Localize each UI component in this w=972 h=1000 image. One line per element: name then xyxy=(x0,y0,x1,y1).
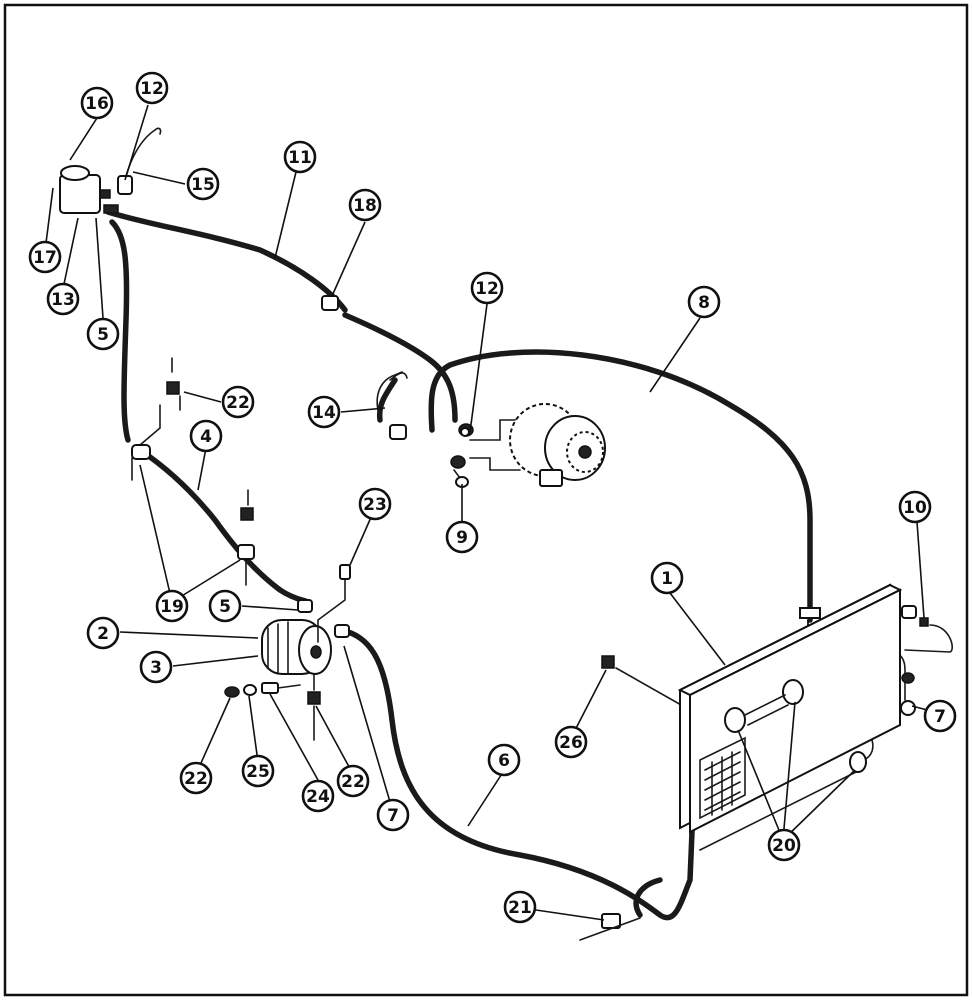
receiver-drier-13 xyxy=(59,165,119,214)
switch-15 xyxy=(117,127,162,195)
callout-12-mid-label: 12 xyxy=(475,279,499,299)
callout-25-label: 25 xyxy=(246,762,270,782)
callout-12-top: 12 xyxy=(135,71,169,105)
hose-left-vertical xyxy=(109,219,131,443)
callout-4-label: 4 xyxy=(200,427,212,447)
callout-21-label: 21 xyxy=(508,898,532,918)
callout-18: 18 xyxy=(348,188,382,222)
leader-lines xyxy=(45,104,936,921)
callout-9: 9 xyxy=(445,520,479,554)
callout-17-label: 17 xyxy=(33,248,57,268)
callout-6: 6 xyxy=(487,743,521,777)
hose-4 xyxy=(137,447,311,605)
compressor-rear xyxy=(450,403,606,487)
hose-6-loop xyxy=(633,877,663,918)
callout-19-label: 19 xyxy=(160,597,184,617)
callout-12-mid: 12 xyxy=(470,271,504,305)
hose-11-rear xyxy=(342,312,458,423)
callout-3: 3 xyxy=(139,650,173,684)
callout-12-top-label: 12 xyxy=(140,79,164,99)
callout-2: 2 xyxy=(86,616,120,650)
callout-5-top: 5 xyxy=(86,317,120,351)
callout-5-top-label: 5 xyxy=(97,325,109,345)
callout-5-mid-label: 5 xyxy=(219,597,231,617)
callout-6-label: 6 xyxy=(498,751,510,771)
callout-8: 8 xyxy=(687,285,721,319)
callout-21: 21 xyxy=(503,890,537,924)
callout-10-label: 10 xyxy=(903,498,927,518)
condenser-1 xyxy=(677,583,903,834)
callout-22-top: 22 xyxy=(221,385,255,419)
callout-18-label: 18 xyxy=(353,196,377,216)
hose-12-front xyxy=(376,377,398,423)
bracket-18 xyxy=(321,295,339,311)
hose-lines xyxy=(105,209,906,921)
callout-13-label: 13 xyxy=(51,290,75,310)
hose-11 xyxy=(105,209,348,313)
callout-22-right-label: 22 xyxy=(341,772,365,792)
callout-26: 26 xyxy=(554,725,588,759)
diagram-frame xyxy=(3,3,969,997)
callout-14-label: 14 xyxy=(312,403,336,423)
callout-23: 23 xyxy=(358,487,392,521)
callout-1-label: 1 xyxy=(661,569,673,589)
callout-26-label: 26 xyxy=(559,733,583,753)
callout-16: 16 xyxy=(80,86,114,120)
callout-25: 25 xyxy=(241,754,275,788)
callout-16-label: 16 xyxy=(85,94,109,114)
callout-24-label: 24 xyxy=(306,787,330,807)
callout-11-label: 11 xyxy=(288,148,312,168)
callout-15-label: 15 xyxy=(191,175,215,195)
callout-11: 11 xyxy=(283,140,317,174)
callout-10: 10 xyxy=(898,490,932,524)
switch-14 xyxy=(376,371,407,440)
callout-13: 13 xyxy=(46,282,80,316)
hardware xyxy=(131,357,954,941)
callout-20: 20 xyxy=(767,828,801,862)
callout-17: 17 xyxy=(28,240,62,274)
callout-7-right: 7 xyxy=(923,699,957,733)
callout-9-label: 9 xyxy=(456,528,468,548)
condenser-rod xyxy=(699,769,861,851)
callout-7-mid: 7 xyxy=(376,798,410,832)
callouts: 16 12 15 11 18 17 13 5 12 8 22 14 4 9 23… xyxy=(28,71,957,924)
callout-5-mid: 5 xyxy=(208,589,242,623)
callout-19: 19 xyxy=(155,589,189,623)
callout-22-top-label: 22 xyxy=(226,393,250,413)
callout-20-label: 20 xyxy=(772,836,796,856)
callout-24: 24 xyxy=(301,779,335,813)
hose-8 xyxy=(428,349,813,623)
hose-6 xyxy=(337,627,728,921)
callout-7-mid-label: 7 xyxy=(387,806,399,826)
callout-8-label: 8 xyxy=(698,293,710,313)
callout-4: 4 xyxy=(189,419,223,453)
callout-2-label: 2 xyxy=(97,624,109,644)
compressor-2 xyxy=(261,599,350,675)
callout-3-label: 3 xyxy=(150,658,162,678)
callout-23-label: 23 xyxy=(363,495,387,515)
callout-14: 14 xyxy=(307,395,341,429)
callout-22-left: 22 xyxy=(179,761,213,795)
callout-15: 15 xyxy=(186,167,220,201)
callout-22-left-label: 22 xyxy=(184,769,208,789)
callout-22-right: 22 xyxy=(336,764,370,798)
callout-1: 1 xyxy=(650,561,684,595)
callout-7-right-label: 7 xyxy=(934,707,946,727)
